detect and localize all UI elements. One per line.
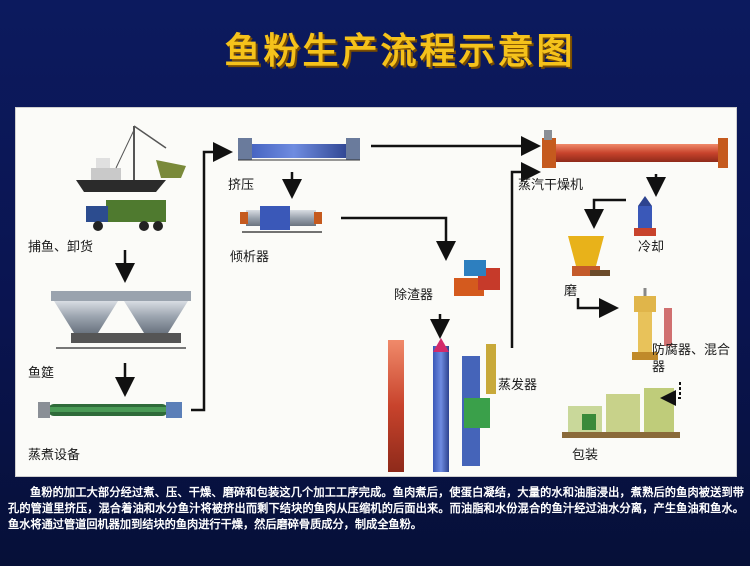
label-steam-dryer: 蒸汽干燥机	[518, 178, 584, 193]
fishing-boat-icon	[76, 125, 186, 192]
page-title: 鱼粉生产流程示意图	[224, 31, 576, 72]
label-press: 挤压	[228, 178, 255, 193]
label-evaporator: 蒸发器	[498, 378, 538, 393]
process-diagram	[38, 125, 728, 472]
label-slag-remover: 除渣器	[394, 288, 434, 303]
fish-hopper-icon	[51, 291, 191, 349]
label-packaging: 包装	[572, 448, 599, 463]
label-decanter: 倾析器	[230, 250, 270, 265]
diagram-panel: 捕鱼、卸货 鱼筵 蒸煮设备 挤压 倾析器 除渣器 蒸发器 蒸汽干燥机 冷却 磨 …	[15, 107, 737, 477]
label-preservative-mixer: 防腐器、混合器	[652, 343, 731, 375]
packaging-icon	[562, 388, 680, 438]
label-grinding: 磨	[564, 284, 578, 299]
label-hopper: 鱼筵	[28, 366, 55, 381]
flow-arrows	[115, 136, 681, 412]
description-text: 鱼粉的加工大部分经过煮、压、干燥、磨碎和包装这几个加工工序完成。鱼肉煮后，使蛋白…	[8, 486, 744, 531]
mixer-icon	[632, 288, 672, 360]
decanter-icon	[240, 206, 322, 233]
mill-icon	[568, 236, 610, 276]
label-cooling: 冷却	[638, 240, 665, 255]
unloading-truck-icon	[86, 200, 166, 231]
cooler-icon	[634, 196, 656, 236]
separator-columns-icon	[388, 338, 496, 472]
label-steam-cooker: 蒸煮设备	[28, 448, 81, 463]
screw-press-icon	[238, 138, 360, 161]
slag-remover-icon	[454, 260, 500, 296]
steam-cooker-icon	[38, 402, 182, 418]
label-catch-unload: 捕鱼、卸货	[28, 240, 94, 255]
steam-dryer-icon	[542, 130, 728, 168]
